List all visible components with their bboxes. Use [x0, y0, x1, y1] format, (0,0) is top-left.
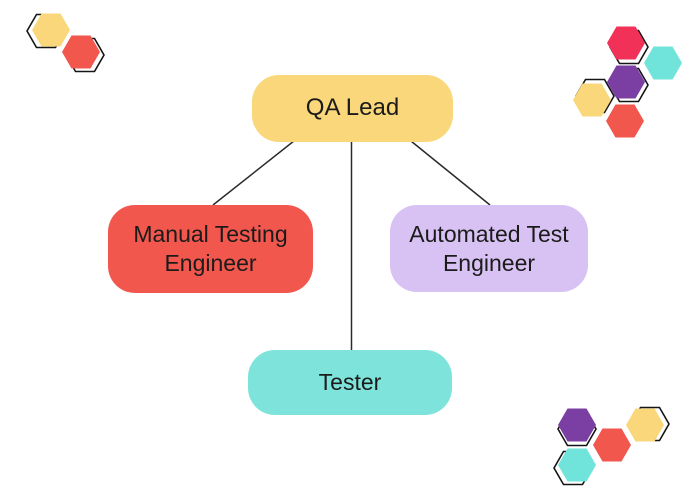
node-manual-testing-engineer: Manual Testing Engineer	[108, 205, 313, 293]
hexagon-purple-icon	[558, 408, 596, 442]
node-tester: Tester	[248, 350, 452, 415]
hexagon-red-icon	[606, 104, 644, 138]
hexagon-yellow-icon	[626, 408, 664, 442]
hexagon-red-icon	[62, 35, 100, 69]
node-automated-test-engineer-label: Automated Test Engineer	[409, 220, 569, 276]
hexagon-cluster-bottom-right	[553, 406, 670, 486]
hexagon-teal-icon	[558, 448, 596, 482]
node-qa-lead: QA Lead	[252, 75, 453, 142]
edge-qa-lead-to-automated-test-engineer	[405, 136, 491, 206]
hexagon-teal-icon	[644, 46, 682, 80]
hexagon-red-icon	[593, 428, 631, 462]
hexagon-cluster-top-right	[573, 26, 682, 138]
edge-qa-lead-to-manual-testing-engineer	[212, 136, 300, 206]
node-tester-label: Tester	[318, 369, 382, 396]
node-qa-lead-label: QA Lead	[305, 94, 400, 122]
hexagon-cluster-top-left	[26, 13, 105, 73]
hexagon-yellow-icon	[32, 13, 70, 47]
node-manual-testing-engineer-label: Manual Testing Engineer	[133, 221, 288, 276]
node-automated-test-engineer: Automated Test Engineer	[390, 205, 588, 292]
